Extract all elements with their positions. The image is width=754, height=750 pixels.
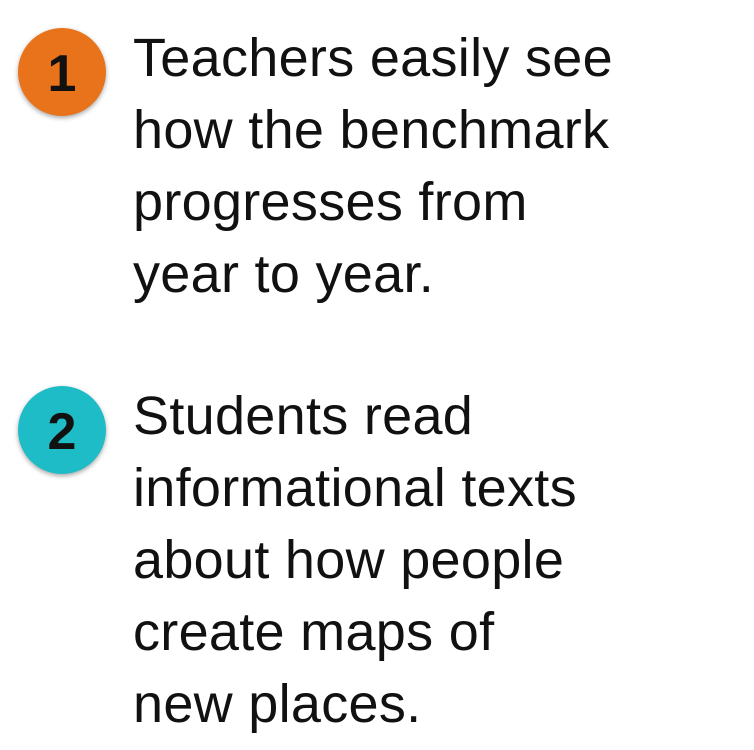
item-2-line-2: informational texts <box>133 458 577 518</box>
item-1-text: Teachers easily see how the benchmark pr… <box>133 22 743 310</box>
item-1-line-2: how the benchmark <box>133 100 610 160</box>
item-2-line-4: create maps of <box>133 602 495 662</box>
number-badge-2-label: 2 <box>47 403 77 461</box>
number-badge-1-label: 1 <box>47 45 77 103</box>
item-1-line-1: Teachers easily see <box>133 28 613 88</box>
item-1-line-3: progresses from <box>133 172 528 232</box>
number-badge-1: 1 <box>18 28 106 116</box>
item-2-line-3: about how people <box>133 530 565 590</box>
item-2-text: Students read informational texts about … <box>133 380 743 740</box>
number-badge-2: 2 <box>18 386 106 474</box>
item-2-line-1: Students read <box>133 386 474 446</box>
item-1-line-4: year to year. <box>133 244 435 304</box>
item-2-line-5: new places. <box>133 674 422 734</box>
